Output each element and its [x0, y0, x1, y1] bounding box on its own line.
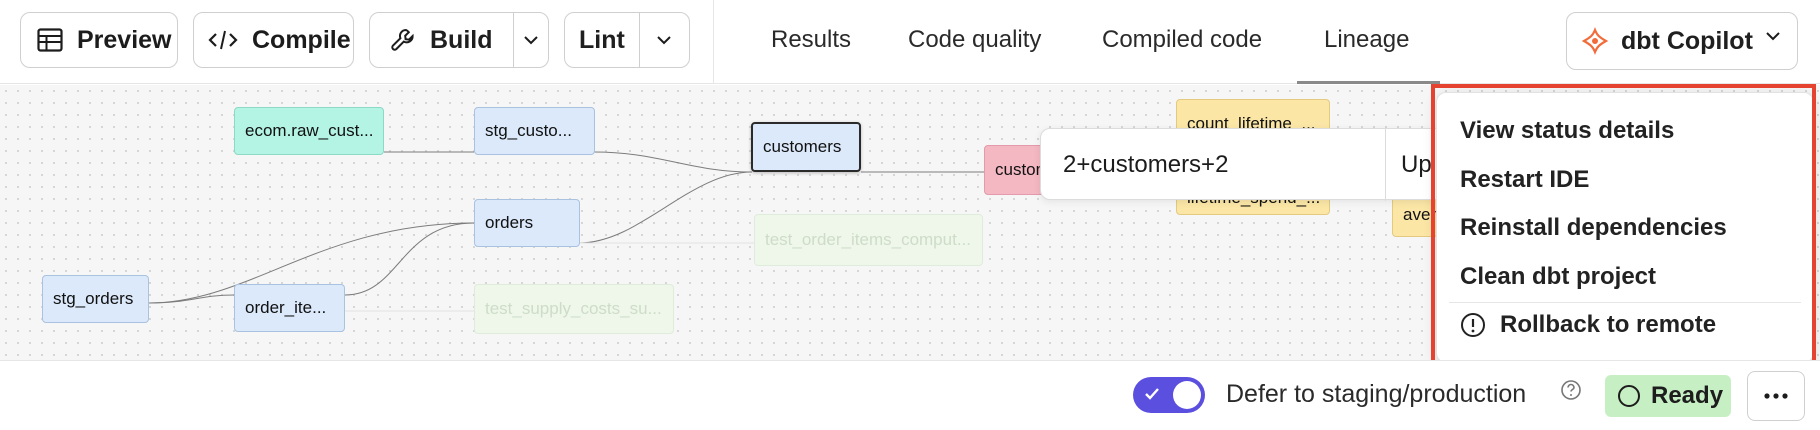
ready-status-badge[interactable]: Ready [1605, 375, 1731, 417]
menu-divider [1449, 302, 1801, 303]
lineage-node[interactable]: stg_custo... [474, 107, 595, 155]
lint-label: Lint [579, 25, 625, 54]
chevron-down-icon [524, 36, 538, 45]
menu-item-reinstall-dependencies[interactable]: Reinstall dependencies [1460, 214, 1727, 241]
rollback-label: Rollback to remote [1500, 311, 1717, 338]
status-menu: View status details Restart IDE Reinstal… [1436, 92, 1814, 363]
node-selector-divider [1385, 129, 1386, 201]
node-selector-popup: 2+customers+2 Up [1040, 128, 1460, 201]
lineage-node[interactable]: stg_orders [42, 275, 149, 323]
tab-compiled-code[interactable]: Compiled code [1102, 26, 1263, 53]
lineage-node[interactable]: orders [474, 199, 580, 247]
node-selector-input[interactable]: 2+customers+2 [1063, 151, 1229, 178]
lint-dropdown-toggle[interactable] [640, 13, 689, 67]
lint-button-group: Lint [564, 12, 690, 68]
menu-item-restart-ide[interactable]: Restart IDE [1460, 166, 1590, 193]
menu-item-clean-dbt-project[interactable]: Clean dbt project [1460, 263, 1657, 290]
copilot-button[interactable]: dbt Copilot [1566, 12, 1798, 70]
copilot-icon [1581, 27, 1609, 55]
code-icon [208, 29, 238, 51]
toggle-knob [1173, 381, 1201, 409]
lint-button[interactable]: Lint [565, 13, 640, 67]
wrench-icon [390, 27, 416, 53]
menu-item-rollback-to-remote[interactable]: Rollback to remote [1460, 311, 1716, 339]
lineage-edges [148, 151, 984, 312]
chevron-down-icon [1766, 32, 1780, 41]
build-dropdown-toggle[interactable] [514, 13, 549, 67]
circle-icon [1617, 384, 1641, 408]
preview-label: Preview [77, 25, 172, 54]
defer-toggle[interactable] [1133, 377, 1205, 413]
tab-lineage[interactable]: Lineage [1324, 26, 1410, 53]
question-circle-icon[interactable] [1560, 379, 1582, 406]
node-selector-update-button[interactable]: Up [1401, 151, 1432, 178]
build-button[interactable]: Build [370, 13, 514, 67]
toolbar-divider [713, 0, 714, 84]
lineage-test-node[interactable]: test_order_items_comput... [754, 214, 983, 266]
status-bar: Defer to staging/production Ready [0, 360, 1820, 430]
defer-label: Defer to staging/production [1226, 380, 1527, 408]
active-tab-indicator [1297, 81, 1440, 84]
menu-item-view-status-details[interactable]: View status details [1460, 117, 1675, 144]
lineage-node[interactable]: ecom.raw_cust... [234, 107, 384, 155]
preview-button[interactable]: Preview [20, 12, 178, 68]
check-icon [1145, 388, 1159, 400]
lineage-test-node[interactable]: test_supply_costs_su... [474, 284, 674, 334]
build-label: Build [430, 25, 493, 54]
table-icon [37, 28, 63, 52]
more-options-button[interactable] [1747, 371, 1805, 421]
compile-button[interactable]: Compile [193, 12, 354, 68]
ready-label: Ready [1651, 382, 1724, 409]
lineage-node[interactable]: order_ite... [234, 284, 345, 332]
tab-code-quality[interactable]: Code quality [908, 26, 1042, 53]
toolbar: Preview Compile Build Lint Results Code … [0, 0, 1820, 84]
build-button-group: Build [369, 12, 549, 68]
compile-label: Compile [252, 25, 351, 54]
lineage-node-selected[interactable]: customers [751, 122, 861, 172]
lineage-node[interactable]: avera [1392, 193, 1438, 237]
ellipsis-icon [1764, 393, 1788, 399]
copilot-label: dbt Copilot [1621, 26, 1753, 55]
tab-results[interactable]: Results [771, 26, 852, 53]
alert-circle-icon [1460, 312, 1486, 338]
chevron-down-icon [657, 36, 672, 45]
